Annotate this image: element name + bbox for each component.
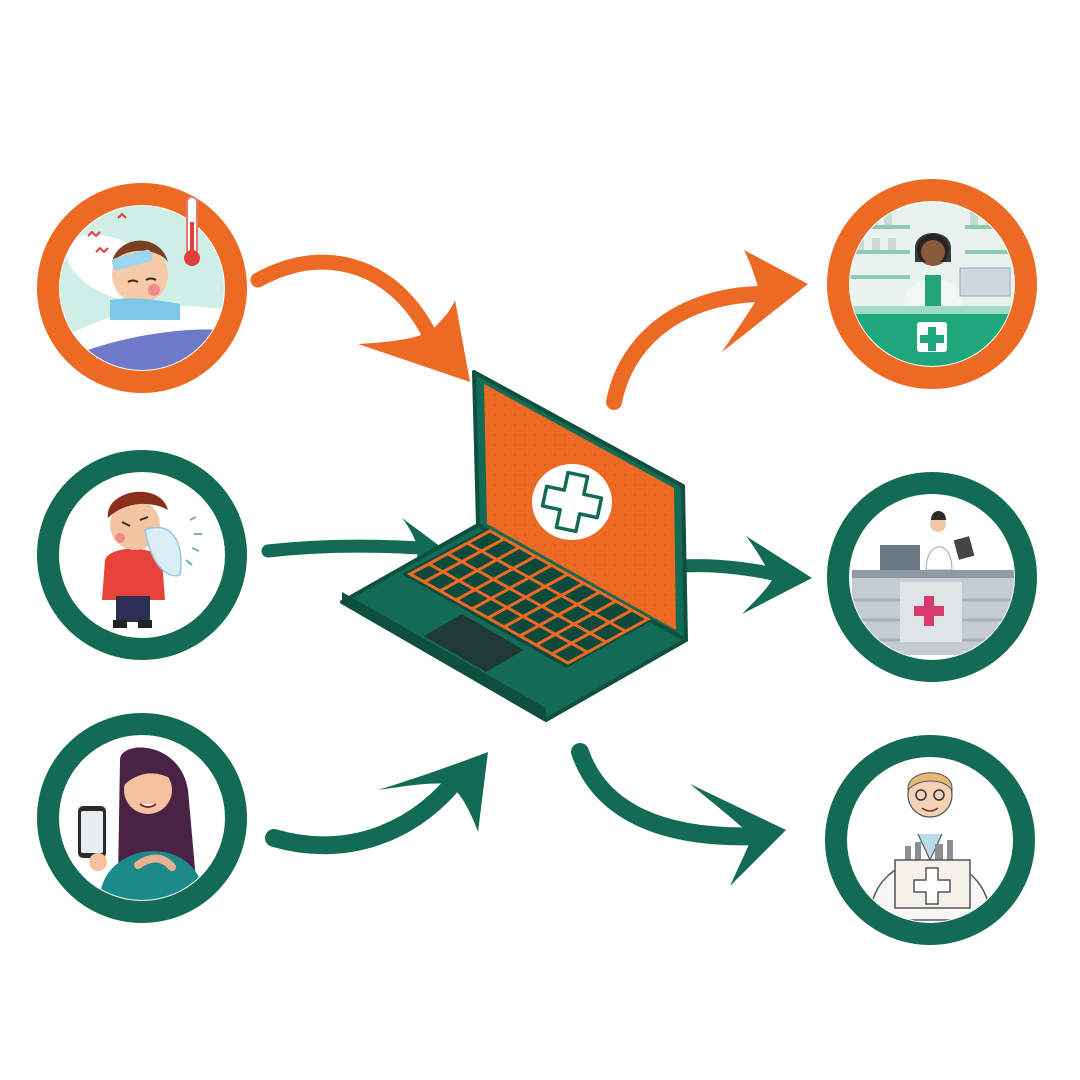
arrow-sick-to-laptop bbox=[250, 254, 470, 382]
node-pharmacist bbox=[827, 179, 1037, 389]
pharmacist-at-counter-icon bbox=[850, 202, 1014, 366]
keyboard-grid bbox=[406, 529, 652, 665]
laptop-with-medical-cross-icon bbox=[340, 370, 688, 722]
node-hospital-reception bbox=[827, 472, 1037, 682]
arrow-sneezing-to-laptop bbox=[261, 518, 445, 578]
doctor-at-reception-desk-icon bbox=[852, 511, 1014, 655]
phone-icon bbox=[78, 806, 107, 871]
node-sneezing-patient bbox=[37, 450, 247, 660]
node-sick-patient bbox=[37, 183, 247, 393]
arrow-laptop-to-pharmacist bbox=[606, 250, 808, 410]
arrow-phone-to-laptop bbox=[265, 752, 488, 855]
sneezing-boy-with-tissue-icon bbox=[102, 491, 202, 628]
medical-cross-icon bbox=[532, 464, 612, 540]
node-medicine-delivery bbox=[825, 735, 1035, 945]
woman-holding-phone-icon bbox=[100, 747, 205, 900]
arrow-laptop-to-reception bbox=[675, 536, 812, 614]
thermometer-icon bbox=[184, 196, 200, 266]
arrow-laptop-to-delivery bbox=[571, 743, 786, 886]
center-laptop bbox=[340, 370, 688, 722]
node-phone-user bbox=[37, 713, 247, 923]
